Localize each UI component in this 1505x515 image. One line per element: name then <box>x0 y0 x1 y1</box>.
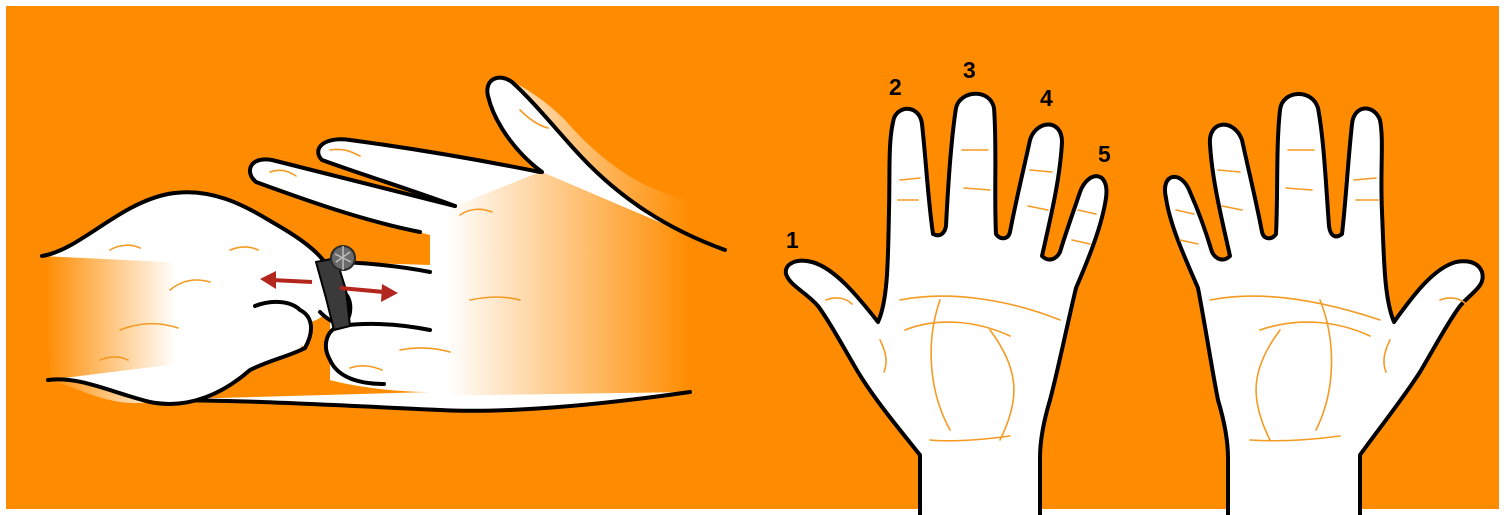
finger-number-3: 3 <box>963 57 976 83</box>
finger-number-2: 2 <box>889 74 902 100</box>
finger-number-5: 5 <box>1098 141 1111 167</box>
finger-number-4: 4 <box>1040 85 1053 111</box>
finger-number-1: 1 <box>786 227 799 253</box>
